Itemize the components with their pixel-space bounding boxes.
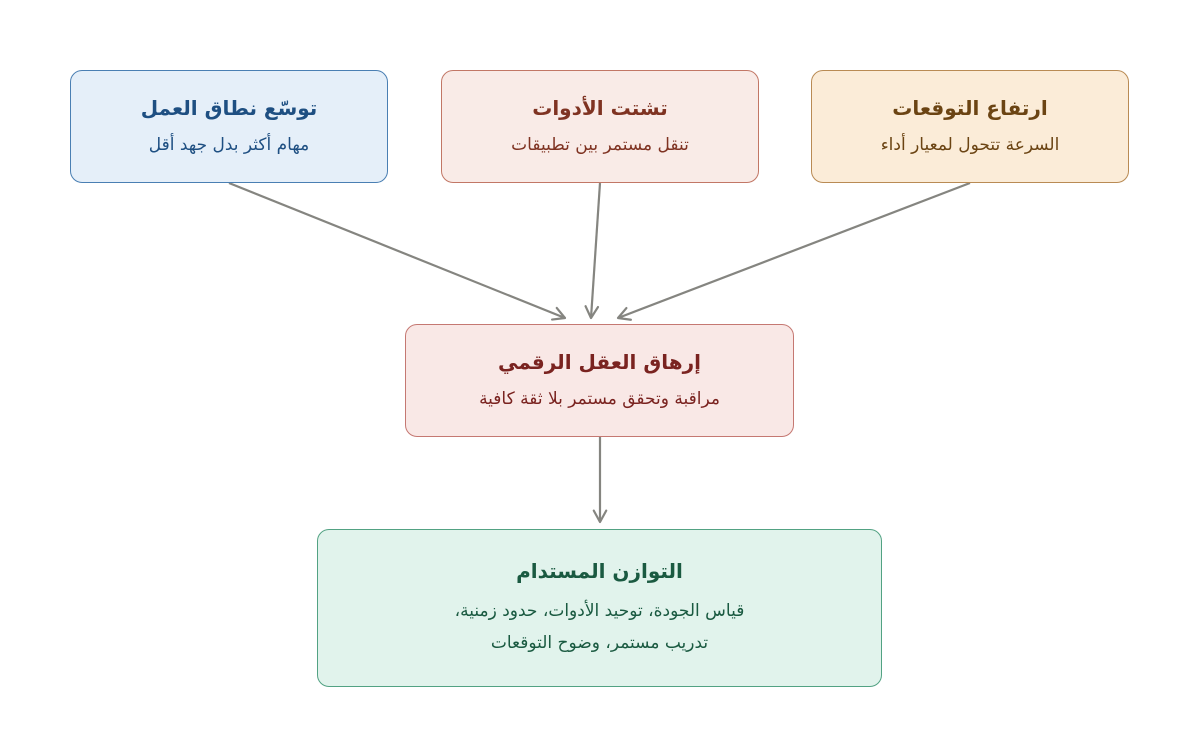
diagram-edges — [228, 181, 971, 524]
node-subtitle: السرعة تتحول لمعيار أداء — [880, 134, 1060, 155]
node-subtitle-line: قياس الجودة، توحيد الأدوات، حدود زمنية، — [454, 601, 745, 621]
node-title: التوازن المستدام — [516, 559, 683, 583]
node-digital-mind-strain: إرهاق العقل الرقمي مراقبة وتحقق مستمر بل… — [405, 324, 794, 437]
arrow-tools-to-strain — [589, 182, 602, 319]
node-title: إرهاق العقل الرقمي — [498, 349, 701, 374]
arrowhead-scope-to-strain — [550, 306, 567, 321]
node-title: تشتت الأدوات — [532, 95, 668, 120]
node-scope-expansion: توسّع نطاق العمل مهام أكثر بدل جهد أقل — [70, 70, 388, 183]
arrow-scope-to-strain — [228, 181, 566, 320]
node-subtitle-line: تدريب مستمر، وضوح التوقعات — [490, 633, 709, 653]
node-rising-expectations: ارتفاع التوقعات السرعة تتحول لمعيار أداء — [811, 70, 1129, 183]
node-sustainable-balance: التوازن المستدام قياس الجودة، توحيد الأد… — [317, 529, 882, 687]
node-title: ارتفاع التوقعات — [892, 95, 1048, 120]
arrow-expectations-to-strain — [617, 181, 971, 320]
node-subtitle: مهام أكثر بدل جهد أقل — [148, 134, 310, 155]
arrowhead-expectations-to-strain — [616, 306, 632, 321]
arrowhead-strain-to-balance — [592, 509, 608, 524]
node-tool-fragmentation: تشتت الأدوات تنقل مستمر بين تطبيقات — [441, 70, 759, 183]
node-subtitle: تنقل مستمر بين تطبيقات — [511, 134, 689, 155]
node-subtitle: قياس الجودة، توحيد الأدوات، حدود زمنية، … — [455, 595, 745, 659]
node-title: توسّع نطاق العمل — [140, 95, 318, 120]
node-subtitle: مراقبة وتحقق مستمر بلا ثقة كافية — [479, 388, 720, 409]
arrowhead-tools-to-strain — [584, 305, 600, 320]
